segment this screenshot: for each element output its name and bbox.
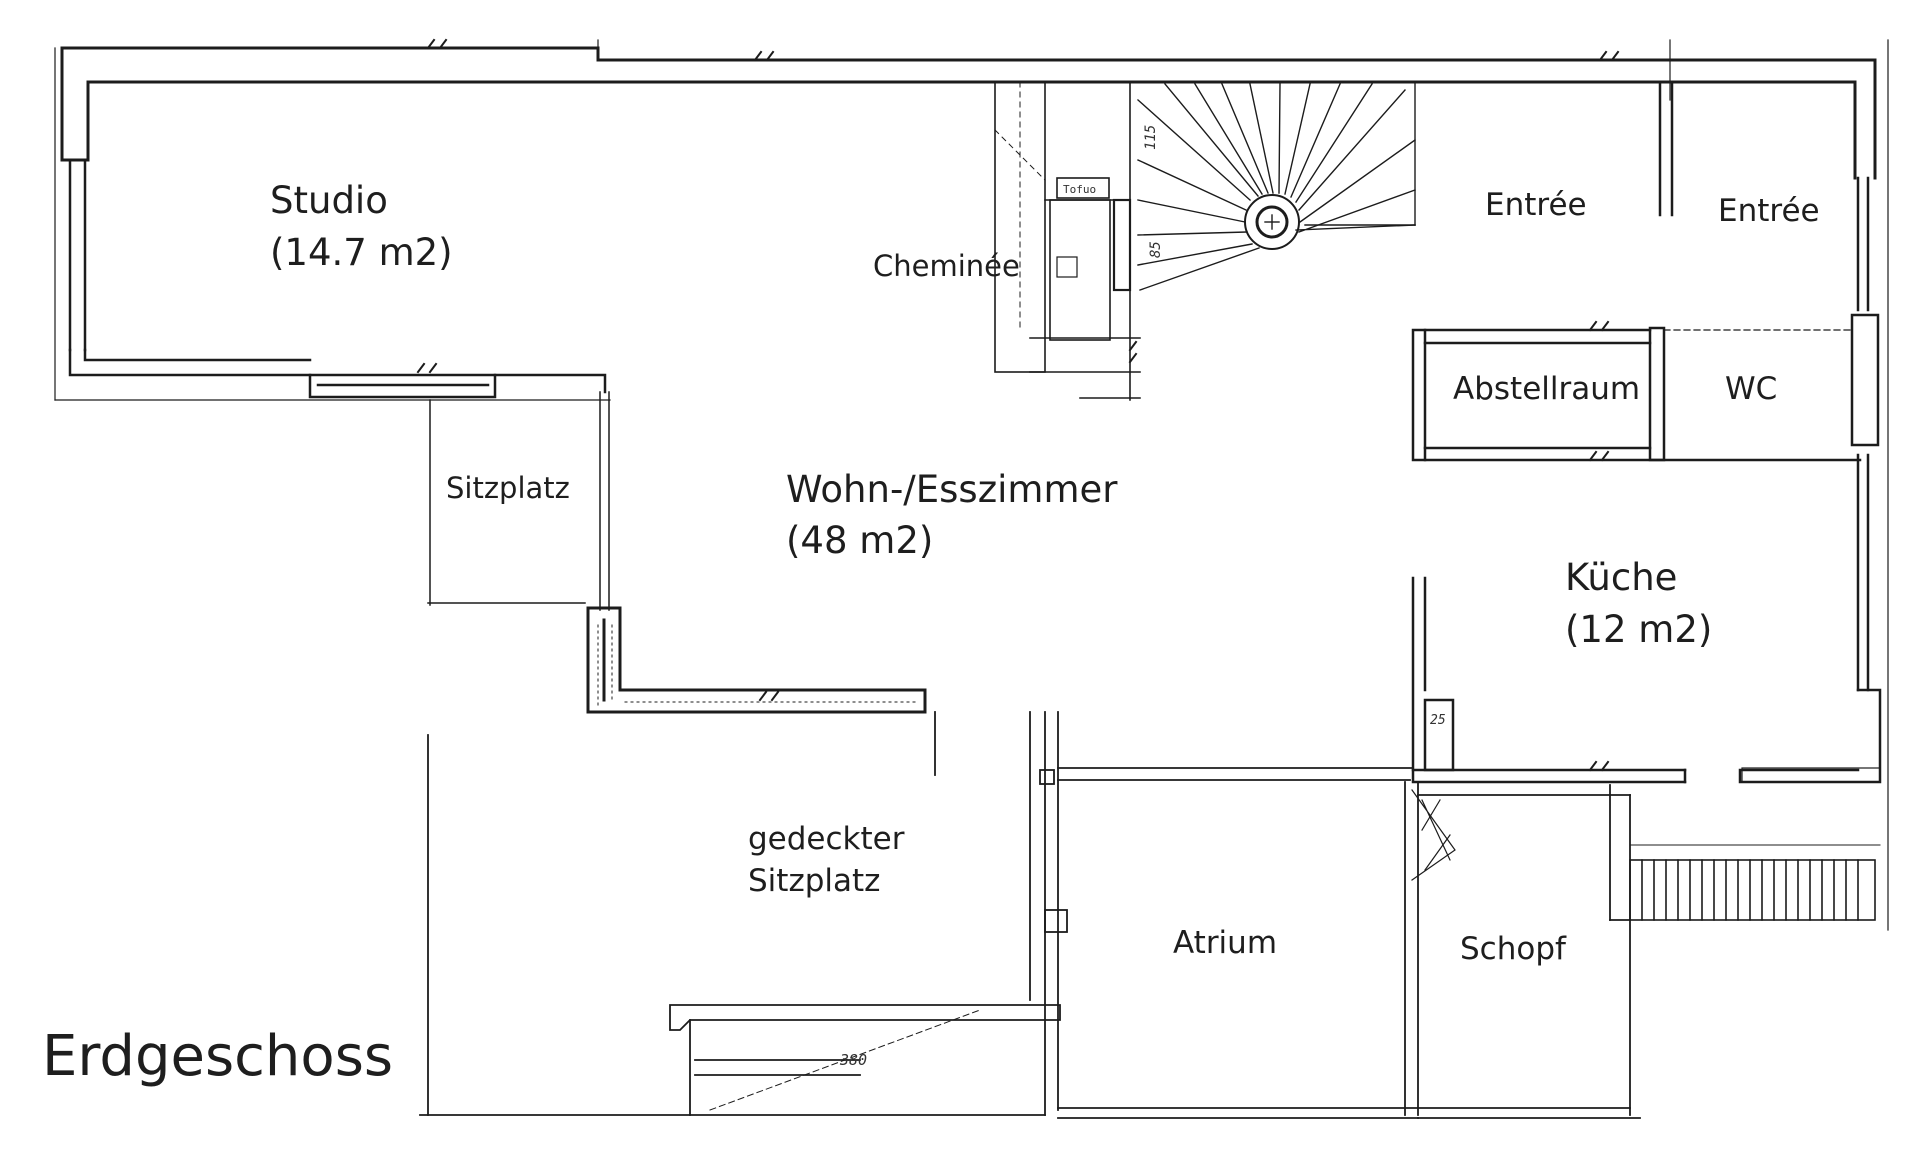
room-entree-2-name: Entrée <box>1718 193 1820 229</box>
studio-walls <box>54 158 611 401</box>
sitzplatz-outline <box>427 391 610 611</box>
room-entree-1-name: Entrée <box>1485 187 1587 223</box>
room-gedeckter-sitzplatz-line1: gedeckter <box>748 821 905 857</box>
room-atrium-name: Atrium <box>1173 925 1278 961</box>
kueche-walls <box>1411 576 1687 784</box>
room-cheminee-name: Cheminée <box>873 249 1020 283</box>
exterior-stairs <box>1629 844 1881 921</box>
room-wc-name: WC <box>1725 371 1778 407</box>
wohn-south-wall <box>586 606 927 714</box>
room-kueche-area: (12 m2) <box>1565 608 1713 651</box>
spiral-stair <box>1137 81 1416 291</box>
dimension-25: 25 <box>1430 713 1446 728</box>
dimension-115: 115 <box>1143 125 1159 150</box>
lower-walls <box>419 711 1641 1119</box>
east-wall <box>1738 176 1882 784</box>
room-abstellraum-name: Abstellraum <box>1453 371 1641 407</box>
dimension-85: 85 <box>1148 241 1164 258</box>
appliance-label: Tofuo <box>1063 183 1096 196</box>
schopf-door <box>1411 789 1456 881</box>
room-studio-area: (14.7 m2) <box>270 231 453 274</box>
north-wall <box>60 46 1877 180</box>
room-wohn-esszimmer-name: Wohn-/Esszimmer <box>786 468 1118 511</box>
cheminee-block <box>994 81 1141 401</box>
dimension-380: 380 <box>839 1051 867 1069</box>
room-gedeckter-sitzplatz-line2: Sitzplatz <box>748 863 881 899</box>
room-schopf-name: Schopf <box>1460 931 1566 967</box>
floor-title: Erdgeschoss <box>42 1024 394 1089</box>
room-wohn-esszimmer-area: (48 m2) <box>786 519 934 562</box>
room-kueche-name: Küche <box>1565 556 1678 599</box>
room-sitzplatz-name: Sitzplatz <box>446 471 570 505</box>
step-block <box>669 1004 1061 1116</box>
room-studio-name: Studio <box>270 179 388 222</box>
entry-walls <box>1411 80 1880 462</box>
